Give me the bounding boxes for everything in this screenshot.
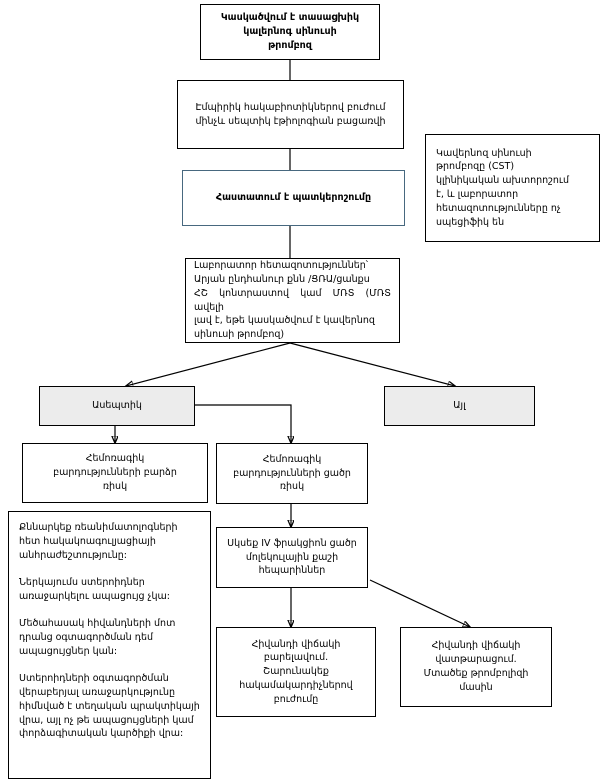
node-suspected-cst-label: Կասկածվում է տասացխիկ կալերնոգ սինուսի թ…: [220, 12, 360, 51]
node-start-iv-lmwh-label: Սկսեք IV ֆրակցիոն ցածր մոլեկուլային քաշի…: [227, 537, 357, 577]
node-high-hemorrhagic-risk-label: Հեմոռագիկ բարդությունների բարձր ռիսկ: [53, 453, 177, 492]
node-patient-improving-label: Հիվանդի վիճակի բարելավում. Շարունակեք հա…: [239, 638, 353, 705]
node-start-iv-lmwh[interactable]: Սկսեք IV ֆրակցիոն ցածր մոլեկուլային քաշի…: [216, 527, 368, 588]
node-patient-worsening-label: Հիվանդի վիճակի վատթարացում. Մտածեք թրոմբ…: [423, 640, 529, 693]
node-empiric-antibiotics-label: Էմպիրիկ հակաբիոտիկներով բուժում մինչև սե…: [195, 101, 386, 127]
node-lab-investigations[interactable]: Լաբորատոր հետազոտություններ՝ Արյան ընդհա…: [185, 258, 400, 343]
node-clinical-notes[interactable]: Քննարկեք ռեանիմատոլոգների հետ հակակոագու…: [8, 511, 211, 779]
connector-heparin-to-worsen: [369, 579, 470, 627]
node-aseptic-label: Ասեպտիկ: [92, 400, 142, 412]
connector-aseptic-to-low-risk: [195, 404, 291, 443]
node-empiric-antibiotics[interactable]: Էմպիրիկ հակաբիոտիկներով բուժում մինչև սե…: [177, 80, 404, 149]
connector-labs-to-other: [289, 342, 455, 386]
node-cst-clinical-note[interactable]: Կավերնոզ սինուսի թրոմբոզը (CST) կլինիկակ…: [425, 134, 600, 242]
node-other-label: Այլ: [453, 400, 466, 412]
node-confirm-diagnosis-label: Հաստատում է պատկերոշումը: [215, 192, 372, 204]
node-high-hemorrhagic-risk[interactable]: Հեմոռագիկ բարդությունների բարձր ռիսկ: [22, 443, 208, 503]
node-aseptic[interactable]: Ասեպտիկ: [39, 386, 195, 426]
node-suspected-cst[interactable]: Կասկածվում է տասացխիկ կալերնոգ սինուսի թ…: [200, 4, 380, 60]
node-confirm-diagnosis[interactable]: Հաստատում է պատկերոշումը: [182, 170, 405, 226]
node-cst-clinical-note-label: Կավերնոզ սինուսի թրոմբոզը (CST) կլինիկակ…: [436, 147, 570, 228]
node-low-hemorrhagic-risk-label: Հեմոռագիկ բարդությունների ցածր ռիսկ: [233, 453, 351, 493]
node-lab-investigations-label: Լաբորատոր հետազոտություններ՝ Արյան ընդհա…: [194, 260, 391, 341]
node-low-hemorrhagic-risk[interactable]: Հեմոռագիկ բարդությունների ցածր ռիսկ: [216, 443, 368, 504]
node-patient-worsening[interactable]: Հիվանդի վիճակի վատթարացում. Մտածեք թրոմբ…: [400, 627, 552, 707]
node-clinical-notes-label: Քննարկեք ռեանիմատոլոգների հետ հակակոագու…: [19, 522, 200, 740]
node-patient-improving[interactable]: Հիվանդի վիճակի բարելավում. Շարունակեք հա…: [216, 627, 376, 717]
node-other[interactable]: Այլ: [384, 386, 535, 426]
connector-labs-to-aseptic: [126, 342, 291, 386]
